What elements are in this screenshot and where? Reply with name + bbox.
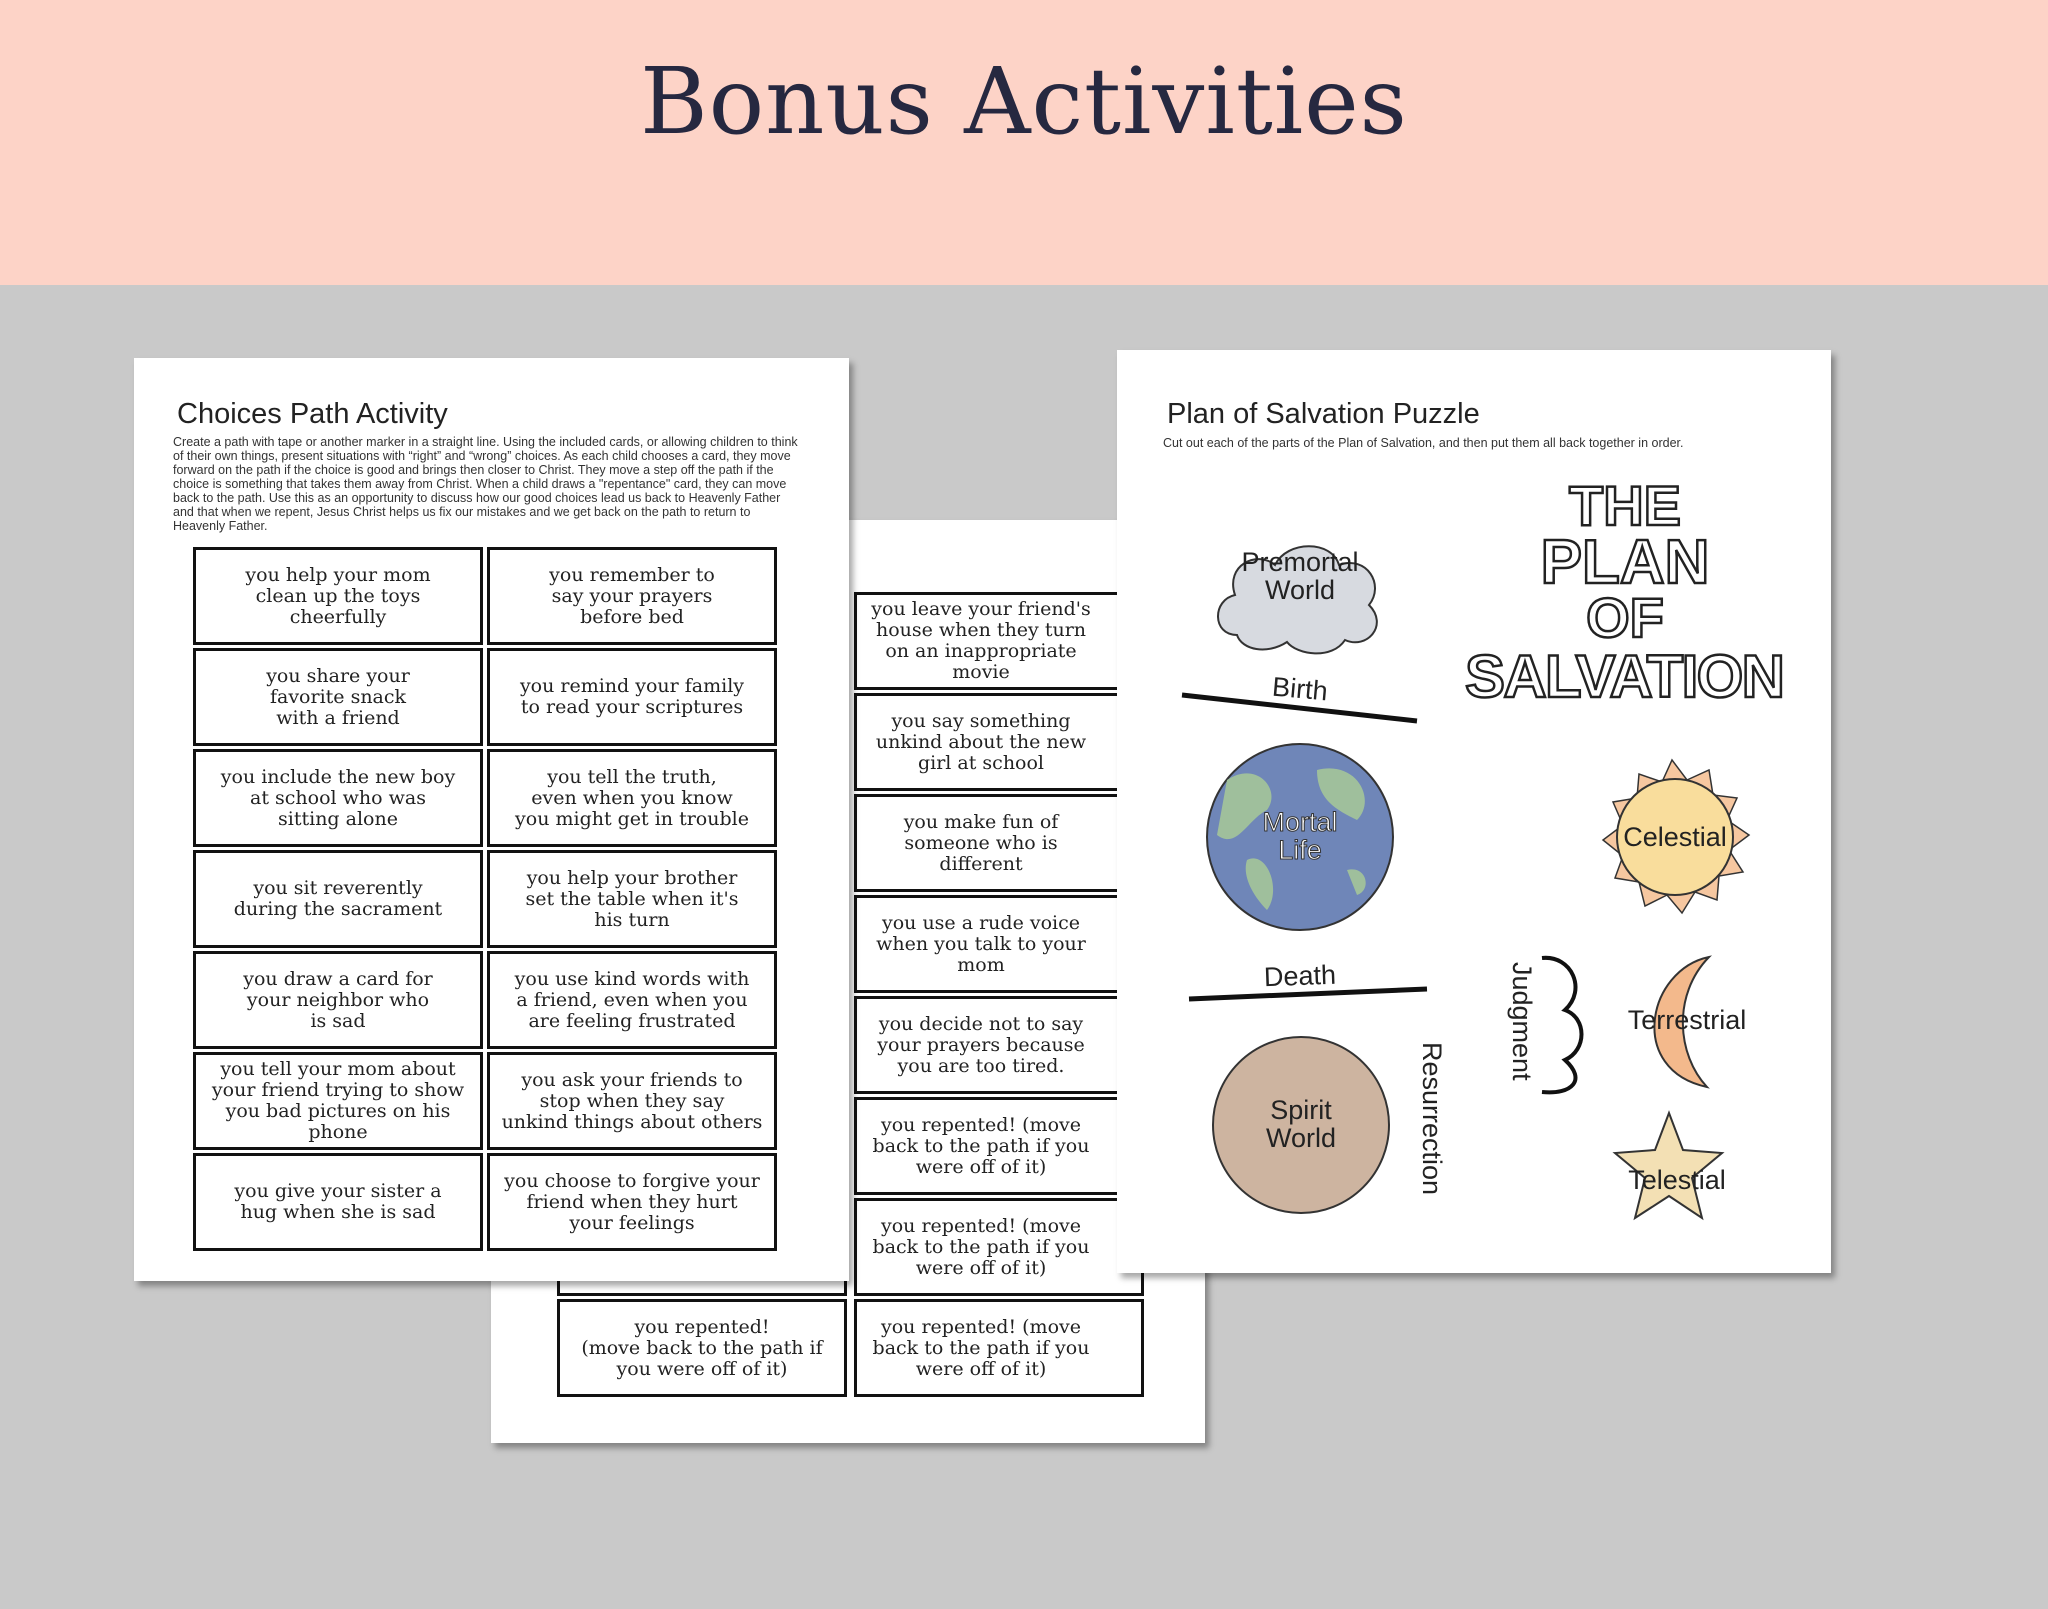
terrestrial-moon <box>1653 955 1713 1089</box>
choice-card: you remind your family to read your scri… <box>487 648 777 746</box>
choice-card: you repented! (move back to the path if … <box>854 1198 1144 1296</box>
choice-card: you use a rude voice when you talk to yo… <box>854 895 1144 993</box>
puzzle-art: THE PLAN OF SALVATION <box>1181 473 1786 1221</box>
choice-card: you say something unkind about the new g… <box>854 693 1144 791</box>
choice-card: you tell the truth, even when you know y… <box>487 749 777 847</box>
mortal-label: Mortal Life <box>1262 807 1338 865</box>
choice-card: you repented! (move back to the path if … <box>854 1097 1144 1195</box>
celestial-label: Celestial <box>1623 822 1727 852</box>
death-line <box>1188 986 1428 1002</box>
choice-card: you sit reverently during the sacrament <box>193 850 483 948</box>
celestial-sun <box>1616 778 1734 896</box>
choices-description: Create a path with tape or another marke… <box>173 435 798 533</box>
telestial-label: Telestial <box>1628 1165 1726 1195</box>
page-title: Bonus Activities <box>640 48 1408 155</box>
logo-plan: PLAN <box>1541 528 1710 597</box>
choice-card: you include the new boy at school who wa… <box>193 749 483 847</box>
salvation-subtitle: Cut out each of the parts of the Plan of… <box>1163 436 1684 450</box>
logo-the: THE <box>1569 474 1681 537</box>
choice-card: you choose to forgive your friend when t… <box>487 1153 777 1251</box>
choice-card: you make fun of someone who is different <box>854 794 1144 892</box>
choice-card: you give your sister a hug when she is s… <box>193 1153 483 1251</box>
choice-card: you share your favorite snack with a fri… <box>193 648 483 746</box>
choice-card: you decide not to say your prayers becau… <box>854 996 1144 1094</box>
plan-of-salvation-page: Plan of Salvation Puzzle Cut out each of… <box>1117 350 1831 1273</box>
choice-card: you tell your mom about your friend tryi… <box>193 1052 483 1150</box>
judgment-brace <box>1541 955 1584 1095</box>
header-banner: Bonus Activities <box>0 0 2048 285</box>
choice-card: you repented! (move back to the path if … <box>854 1299 1144 1397</box>
telestial-star <box>1612 1110 1725 1221</box>
salvation-title: Plan of Salvation Puzzle <box>1167 398 1480 430</box>
premortal-label: Premortal World <box>1241 547 1359 605</box>
resurrection-label: Resurrection <box>1417 1042 1447 1196</box>
continents <box>1217 768 1366 910</box>
choice-card: you repented! (move back to the path if … <box>557 1299 847 1397</box>
choice-card: you help your mom clean up the toys chee… <box>193 547 483 645</box>
cloud-shape <box>1217 545 1378 655</box>
choice-card: you help your brother set the table when… <box>487 850 777 948</box>
spirit-world-circle <box>1212 1036 1390 1214</box>
judgment-label: Judgment <box>1507 962 1537 1081</box>
choices-path-page: Choices Path Activity Create a path with… <box>134 358 849 1281</box>
birth-line <box>1181 692 1418 724</box>
choice-card: you ask your friends to stop when they s… <box>487 1052 777 1150</box>
choices-title: Choices Path Activity <box>177 398 448 430</box>
choice-card: you draw a card for your neighbor who is… <box>193 951 483 1049</box>
choice-card: you remember to say your prayers before … <box>487 547 777 645</box>
spirit-world-label: Spirit World <box>1265 1095 1337 1153</box>
terrestrial-label: Terrestrial <box>1627 1005 1747 1035</box>
choice-card: you leave your friend's house when they … <box>854 592 1144 690</box>
choice-card: you use kind words with a friend, even w… <box>487 951 777 1049</box>
logo-of: OF <box>1586 586 1664 649</box>
logo-salvation: SALVATION <box>1465 643 1785 710</box>
